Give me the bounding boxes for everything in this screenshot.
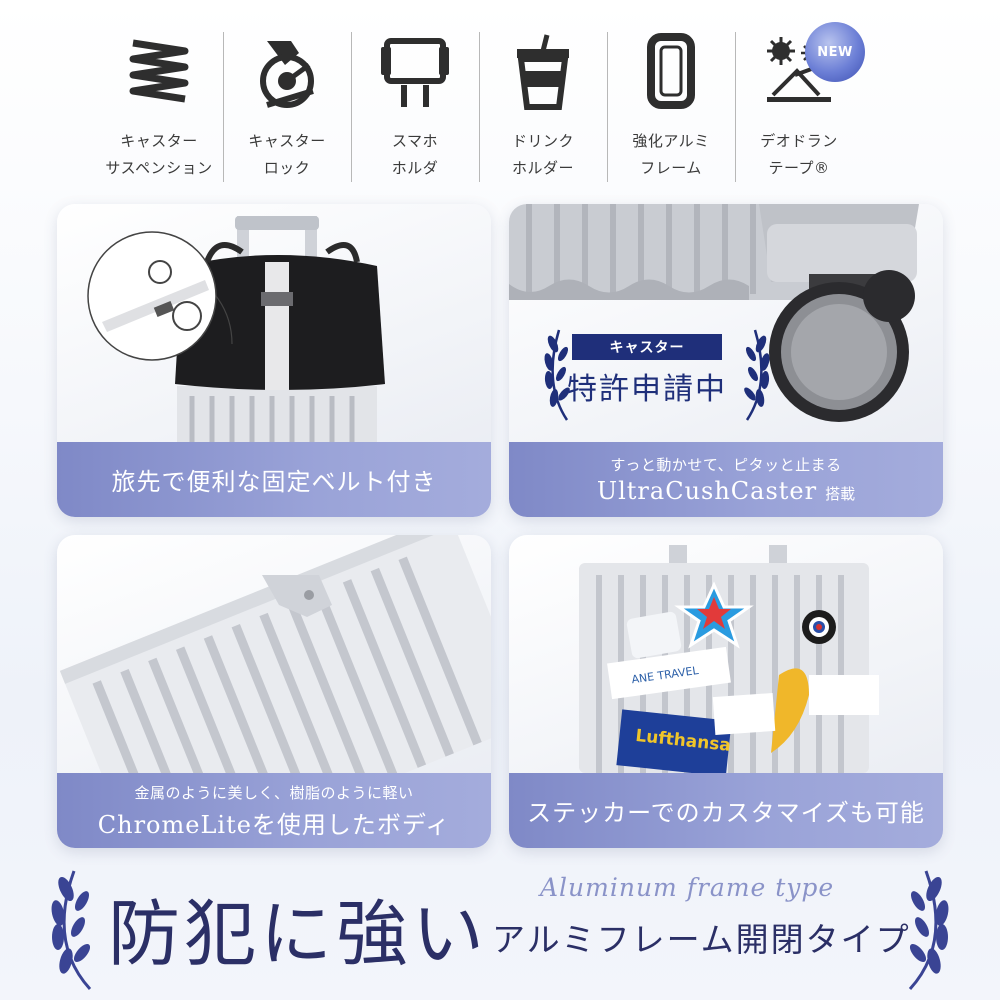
suspension-spring-icon [114,26,204,116]
drink-holder-icon [498,26,588,116]
headline-sub: アルミフレーム開閉タイプ [492,920,911,959]
new-badge: NEW [805,22,865,82]
feature-aluminum-frame: 強化アルミ フレーム [607,22,735,190]
feature-caster-lock: キャスター ロック [223,22,351,190]
laurel-right-icon [908,870,949,991]
belt-bag-illustration [87,216,385,442]
aluminum-body-illustration [59,535,491,773]
feature-label-line1: デオドラン [760,132,838,150]
card-caption: 旅先で便利な固定ベルト付き [111,468,437,496]
feature-strip: キャスター サスペンション キャスター ロック [95,22,905,190]
card-caption-small: すっと動かせて、ピタッと止まる [610,456,842,474]
laurel-left-icon [51,870,92,991]
feature-label-line2: テープ® [768,159,830,177]
feature-label-line2: ロック [263,159,311,177]
card-caption: ステッカーでのカスタマイズも可能 [527,799,925,827]
caption-band: すっと動かせて、ピタッと止まる UltraCushCaster 搭載 [509,442,943,517]
laurel-left-icon [544,329,570,421]
feature-label-line1: スマホ [391,132,439,150]
feature-deodorant-tape: デオドラン テープ® NEW [735,22,865,190]
feature-drink-holder: ドリンク ホルダー [479,22,607,190]
phone-holder-icon [370,26,460,116]
card-chromelite-body: 金属のように美しく、樹脂のように軽い ChromeLiteを使用したボディ [57,535,491,848]
headline-english: Aluminum frame type [540,873,835,902]
feature-label-line2: サスペンション [105,159,213,177]
patent-badge-title: 特許申請中 [567,372,727,407]
card-caption-small: 金属のように美しく、樹脂のように軽い [134,783,414,802]
card-fixing-belt: 旅先で便利な固定ベルト付き [57,204,491,517]
feature-label-line1: ドリンク [511,132,574,150]
laurel-right-icon [744,329,770,421]
feature-label-line2: フレーム [640,159,702,177]
sticker-suitcase-illustration: ANE TRAVEL Lufthansa [579,545,879,773]
feature-label-line2: ホルダー [511,159,574,177]
card-caption-large: UltraCushCaster [596,477,818,505]
feature-phone-holder: スマホ ホルダ [351,22,479,190]
feature-caster-suspension: キャスター サスペンション [95,22,223,190]
caster-illustration [509,204,919,422]
card-caption-large: ChromeLiteを使用したボディ [97,810,451,839]
card-caption-suffix: 搭載 [825,485,856,503]
feature-label-line1: キャスター [248,132,326,150]
caster-lock-icon [242,26,332,116]
feature-label-line1: キャスター [120,132,198,150]
patent-pending-badge: キャスター 特許申請中 [537,324,777,424]
headline-main: 防犯に強い [108,892,489,976]
caption-band: 旅先で便利な固定ベルト付き [57,442,491,517]
headline-section: 防犯に強い Aluminum frame type アルミフレーム開閉タイプ [0,855,1000,1000]
feature-label-line2: ホルダ [391,159,439,177]
patent-badge-label: キャスター [572,334,722,360]
feature-label-line1: 強化アルミ [632,132,710,150]
card-ultracush-caster: キャスター 特許申請中 すっと動かせて、ピタッと止まる UltraCushCas… [509,204,943,517]
caption-band: ステッカーでのカスタマイズも可能 [509,773,943,848]
aluminum-frame-icon [626,26,716,116]
card-sticker-customize: ANE TRAVEL Lufthansa ステッカーでのカスタマイズも可能 [509,535,943,848]
caption-band: 金属のように美しく、樹脂のように軽い ChromeLiteを使用したボディ [57,773,491,848]
